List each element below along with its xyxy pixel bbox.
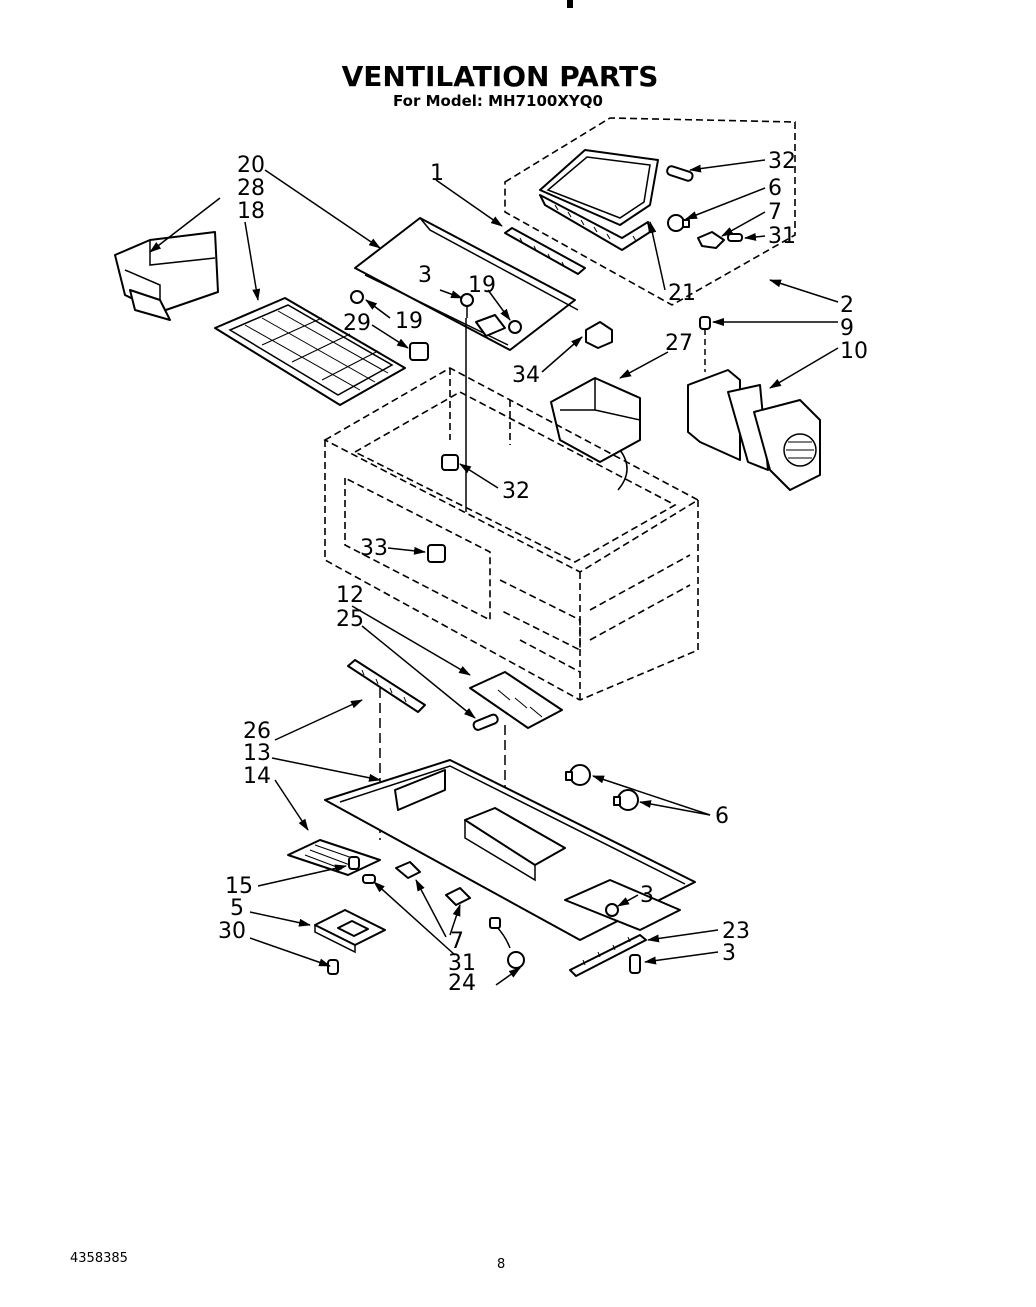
part-28-damper-box: [114, 231, 219, 321]
part-6-bulb-lower-b: [613, 789, 639, 811]
callout-29: 29: [343, 311, 371, 336]
part-32-clip-top: [666, 165, 694, 182]
part-3-screw-lower-a: [605, 903, 619, 917]
callout-3-lower-a: 3: [640, 883, 654, 908]
part-1-strip: [504, 227, 586, 275]
callout-21: 21: [668, 281, 696, 306]
part-6-bulb-top: [667, 214, 690, 232]
part-33-clip: [427, 544, 446, 563]
part-26-strip: [347, 659, 426, 713]
crop-mark: [567, 0, 573, 8]
callout-1: 1: [430, 161, 444, 186]
callout-5: 5: [230, 896, 244, 921]
callout-32-mid: 32: [502, 479, 530, 504]
part-10-fan-motor: [687, 369, 821, 491]
callout-18: 18: [237, 199, 265, 224]
callout-31-lower: 31: [448, 951, 476, 976]
callout-34: 34: [512, 363, 540, 388]
callout-7-lower: 7: [450, 929, 464, 954]
callout-30: 30: [218, 919, 246, 944]
part-7-socket-top: [697, 231, 725, 249]
callout-15: 15: [225, 874, 253, 899]
callout-12: 12: [336, 583, 364, 608]
part-7-socket-lower-b: [445, 887, 471, 906]
part-6-bulb-lower-a: [565, 764, 591, 786]
callout-3-upper: 3: [418, 263, 432, 288]
cabinet-outline: [323, 318, 700, 840]
part-31-screw-top: [727, 233, 743, 242]
part-3-screw-lower-b: [629, 954, 641, 974]
part-24-plug: [489, 917, 525, 969]
callout-19-upper: 19: [468, 273, 496, 298]
callout-3-lower-b: 3: [722, 941, 736, 966]
callout-32-top: 32: [768, 149, 796, 174]
callout-7-top: 7: [768, 200, 782, 225]
part-18-grille: [214, 297, 406, 406]
part-3-screw-upper: [460, 293, 474, 318]
part-19-screw-right: [508, 320, 522, 334]
part-32-clip-mid: [441, 454, 459, 471]
callout-25: 25: [336, 607, 364, 632]
callout-9: 9: [840, 316, 854, 341]
callout-labels: 32 6 7 31 21 2 9 10 1 20 28 18 3 19 19 2…: [218, 149, 868, 996]
callout-33: 33: [360, 536, 388, 561]
callout-2: 2: [840, 293, 854, 318]
page-title: VENTILATION PARTS: [342, 60, 659, 93]
callout-10: 10: [840, 339, 868, 364]
part-19-screw-left: [350, 290, 364, 304]
model-line: For Model: MH7100XYQ0: [393, 92, 603, 110]
part-12-lens: [469, 671, 563, 729]
part-20-top-panel: [354, 217, 579, 351]
callout-14: 14: [243, 764, 271, 789]
doc-number: 4358385: [70, 1251, 128, 1266]
callout-6-lower: 6: [715, 804, 729, 829]
callout-6-top: 6: [768, 176, 782, 201]
callout-26: 26: [243, 719, 271, 744]
part-29-clip: [409, 342, 429, 361]
part-23-strip: [569, 934, 647, 977]
callout-19-lower: 19: [395, 309, 423, 334]
part-14-filter: [287, 839, 381, 876]
callout-31-top: 31: [768, 224, 796, 249]
page-number: 8: [497, 1257, 505, 1272]
part-7-socket-lower-a: [395, 861, 421, 879]
part-15-screw: [348, 856, 360, 870]
part-31-screw-lower: [362, 874, 376, 884]
leader-lines: [149, 159, 839, 986]
part-13-bottom-plate: [324, 759, 696, 941]
callout-20: 20: [237, 153, 265, 178]
part-34-switch: [585, 321, 613, 349]
part-21-filter-tray: [539, 149, 659, 251]
part-30-screw: [327, 959, 339, 975]
callout-28: 28: [237, 176, 265, 201]
callout-13: 13: [243, 741, 271, 766]
callout-23: 23: [722, 919, 750, 944]
part-5-light-housing: [314, 909, 386, 954]
callout-24: 24: [448, 971, 476, 996]
callout-27: 27: [665, 331, 693, 356]
part-25-clip: [472, 713, 499, 731]
part-9-screw: [699, 316, 711, 372]
part-27-duct: [550, 377, 641, 491]
hood-assembly-box: [504, 117, 796, 306]
